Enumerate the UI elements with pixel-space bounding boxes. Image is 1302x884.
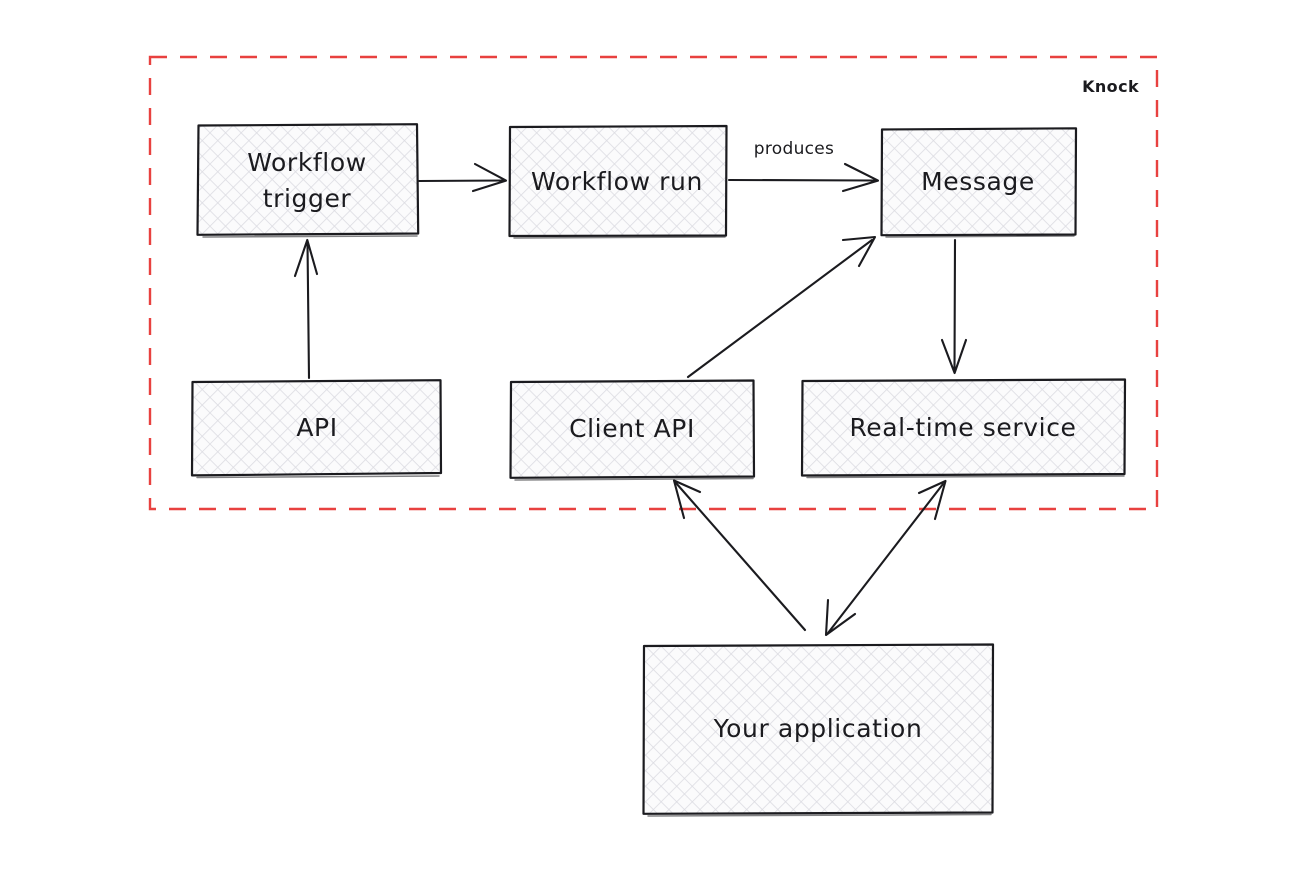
node-your-application-box	[642, 643, 995, 815]
edge-run-to-message-arrowhead	[841, 162, 880, 193]
node-real-time-service[interactable]: Real-time service	[800, 378, 1127, 479]
edge-real-time-service-your-application-arrowhead-bottom	[824, 598, 857, 637]
node-workflow-run[interactable]: Workflow run	[508, 124, 728, 239]
edge-client-api-to-message	[686, 235, 877, 379]
node-client-api-box	[509, 379, 756, 479]
edge-api-to-trigger	[293, 238, 319, 380]
edge-message-to-real-time-service-arrowhead	[940, 338, 968, 375]
node-client-api[interactable]: Client API	[509, 379, 756, 481]
edge-message-to-real-time-service-line	[953, 238, 957, 372]
node-workflow-run-box	[508, 124, 728, 238]
node-client-api-shadow	[514, 477, 754, 481]
group-knock-border	[148, 55, 1159, 511]
edge-your-application-to-client-api-line	[674, 481, 807, 632]
node-api-label: API	[296, 413, 337, 442]
edge-api-to-trigger-line	[306, 241, 311, 380]
node-your-application-label: Your application	[713, 714, 923, 743]
edge-trigger-to-run-arrowhead	[471, 162, 508, 193]
node-message-box	[880, 127, 1078, 237]
node-workflow-trigger-shadow	[202, 235, 418, 238]
edge-client-api-to-message-line	[686, 238, 874, 379]
node-message[interactable]: Message	[880, 127, 1078, 238]
node-workflow-trigger[interactable]: Workflow trigger	[196, 123, 420, 238]
node-message-shadow	[885, 235, 1075, 238]
node-your-application[interactable]: Your application	[642, 643, 995, 817]
node-real-time-service-label: Real-time service	[849, 413, 1076, 442]
edge-real-time-service-your-application-line	[826, 482, 945, 635]
group-knock: Knock	[148, 55, 1159, 511]
edge-client-api-to-message-arrowhead	[841, 235, 877, 268]
node-your-application-shadow	[647, 813, 992, 817]
node-real-time-service-box	[800, 378, 1127, 477]
edge-run-to-message-label: produces	[754, 139, 834, 159]
edge-trigger-to-run	[417, 162, 508, 193]
edge-your-application-to-client-api-arrowhead	[672, 479, 702, 520]
node-workflow-run-shadow	[513, 236, 726, 239]
node-api[interactable]: API	[190, 379, 443, 479]
node-client-api-label: Client API	[569, 414, 695, 443]
edge-real-time-service-your-application-arrowhead-top	[917, 479, 947, 521]
edge-run-to-message: produces	[727, 139, 880, 193]
node-workflow-trigger-label-line1: Workflow	[247, 148, 367, 177]
edge-real-time-service-your-application	[824, 479, 947, 637]
node-workflow-trigger-label-line2: trigger	[263, 184, 352, 213]
edge-message-to-real-time-service	[940, 238, 968, 375]
node-workflow-run-label: Workflow run	[531, 167, 703, 196]
group-knock-label: Knock	[1082, 77, 1139, 96]
node-api-box	[190, 379, 443, 477]
edge-run-to-message-line	[727, 178, 878, 182]
node-message-label: Message	[921, 167, 1035, 196]
edge-your-application-to-client-api	[672, 479, 807, 632]
edge-api-to-trigger-arrowhead	[293, 238, 319, 278]
node-workflow-trigger-box	[196, 123, 420, 236]
node-real-time-service-shadow	[806, 475, 1125, 479]
edge-trigger-to-run-line	[417, 179, 506, 183]
node-api-shadow	[196, 475, 440, 479]
